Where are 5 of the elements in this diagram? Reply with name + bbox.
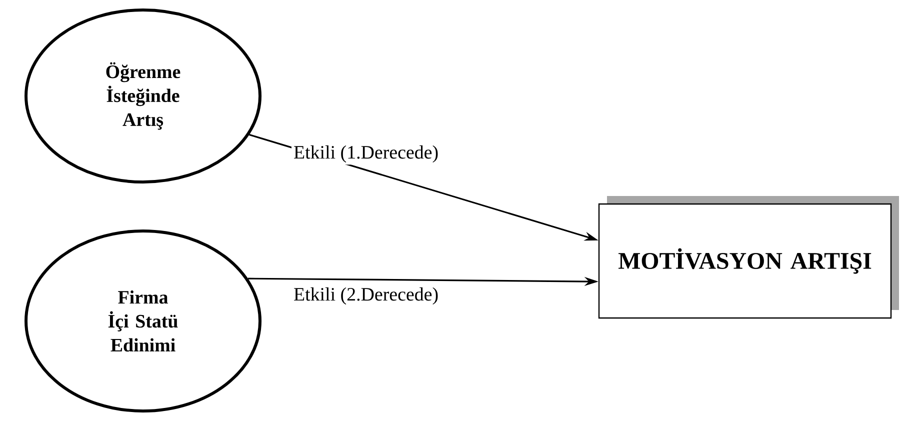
ellipse-node: Öğrenme İsteğinde Artış: [24, 8, 262, 184]
ellipse-node: Firma İçi Statü Edinimi: [24, 230, 262, 412]
edge-label: Etkili (1.Derecede): [291, 143, 441, 165]
edge-label: Etkili (2.Derecede): [291, 285, 441, 307]
shadowed-box: MOTİVASYON ARTIŞI: [598, 196, 899, 319]
